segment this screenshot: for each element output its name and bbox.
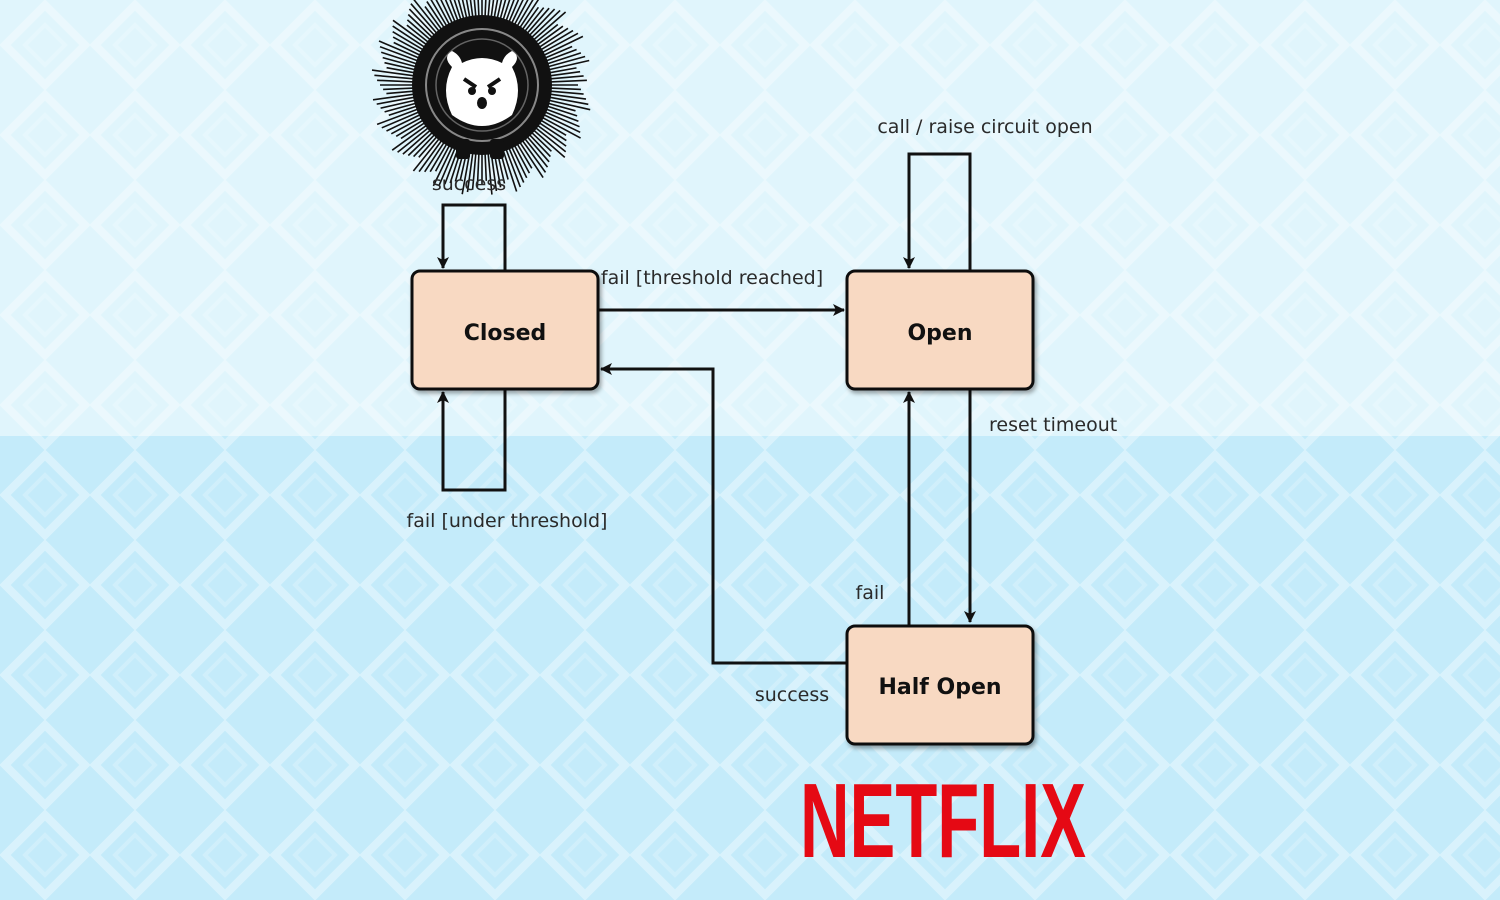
state-half-open: Half Open <box>845 624 1035 746</box>
state-closed: Closed <box>410 269 600 391</box>
state-open: Open <box>845 269 1035 391</box>
edge-closed-self-success <box>437 203 507 270</box>
state-open-label: Open <box>907 321 972 346</box>
label-open-self: call / raise circuit open <box>877 116 1092 138</box>
state-closed-label: Closed <box>464 321 547 346</box>
label-open-to-half-open: reset timeout <box>989 414 1117 436</box>
label-half-open-to-closed: success <box>755 684 829 706</box>
edge-closed-self-fail <box>437 390 507 492</box>
edge-half-open-to-closed <box>600 363 848 665</box>
state-half-open-label: Half Open <box>878 675 1001 700</box>
edge-open-self <box>903 152 972 270</box>
label-closed-self-fail: fail [under threshold] <box>407 510 608 532</box>
label-half-open-to-open: fail <box>856 582 885 604</box>
label-closed-self-success: success <box>432 173 506 195</box>
hystrix-porcupine-icon <box>371 0 591 195</box>
netflix-logo: NETFLIX <box>800 762 1086 880</box>
label-closed-to-open: fail [threshold reached] <box>601 267 823 289</box>
